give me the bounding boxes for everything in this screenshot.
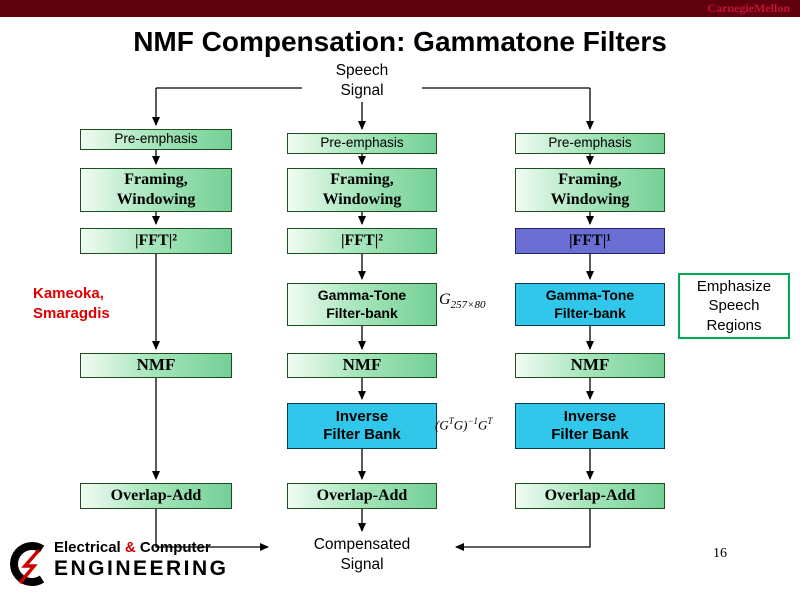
- box-col1-framing-windowing: Framing, Windowing: [80, 168, 232, 212]
- box-col2-gammatone-filterbank: Gamma-Tone Filter-bank: [287, 283, 437, 326]
- box-col1-fft2: |FFT|²: [80, 228, 232, 254]
- box-col2-nmf: NMF: [287, 353, 437, 378]
- box-col3-pre-emphasis: Pre-emphasis: [515, 133, 665, 154]
- speech-signal-label: Speech Signal: [302, 61, 422, 101]
- kameoka-smaragdis-credit: Kameoka, Smaragdis: [33, 285, 110, 323]
- department-name: Electrical & Computer ENGINEERING: [54, 539, 229, 581]
- box-col3-inverse-filterbank: Inverse Filter Bank: [515, 403, 665, 449]
- math-g-base: G: [439, 291, 451, 308]
- box-col1-overlap-add: Overlap-Add: [80, 483, 232, 509]
- carnegie-mellon-logo: CarnegieMellon: [707, 1, 790, 15]
- engineering-logo: Electrical & Computer ENGINEERING: [6, 539, 229, 588]
- box-col2-pre-emphasis: Pre-emphasis: [287, 133, 437, 154]
- math-g-subscript: 257×80: [450, 299, 486, 312]
- box-col1-pre-emphasis: Pre-emphasis: [80, 129, 232, 150]
- engineering-logo-icon: [10, 542, 45, 586]
- box-col2-framing-windowing: Framing, Windowing: [287, 168, 437, 212]
- box-col3-overlap-add: Overlap-Add: [515, 483, 665, 509]
- box-col3-nmf: NMF: [515, 353, 665, 378]
- box-col3-fft1: |FFT|¹: [515, 228, 665, 254]
- top-bar: CarnegieMellon: [0, 0, 800, 17]
- compensated-signal-label: Compensated Signal: [313, 536, 411, 574]
- slide-title: NMF Compensation: Gammatone Filters: [133, 26, 667, 57]
- box-col3-gammatone-filterbank: Gamma-Tone Filter-bank: [515, 283, 665, 326]
- department-line1: Electrical & Computer: [54, 539, 211, 556]
- box-col2-inverse-filterbank: Inverse Filter Bank: [287, 403, 437, 449]
- box-col3-framing-windowing: Framing, Windowing: [515, 168, 665, 212]
- math-annotation-g-matrix: G257×80: [439, 291, 486, 311]
- department-line2: ENGINEERING: [54, 556, 229, 580]
- page-number: 16: [713, 546, 727, 561]
- box-col2-overlap-add: Overlap-Add: [287, 483, 437, 509]
- emphasize-speech-regions-note: Emphasize Speech Regions: [678, 273, 790, 339]
- math-annotation-pseudoinverse: (GTG)−1GT: [435, 416, 493, 433]
- box-col1-nmf: NMF: [80, 353, 232, 378]
- red-ampersand: &: [124, 539, 136, 556]
- box-col2-fft2: |FFT|²: [287, 228, 437, 254]
